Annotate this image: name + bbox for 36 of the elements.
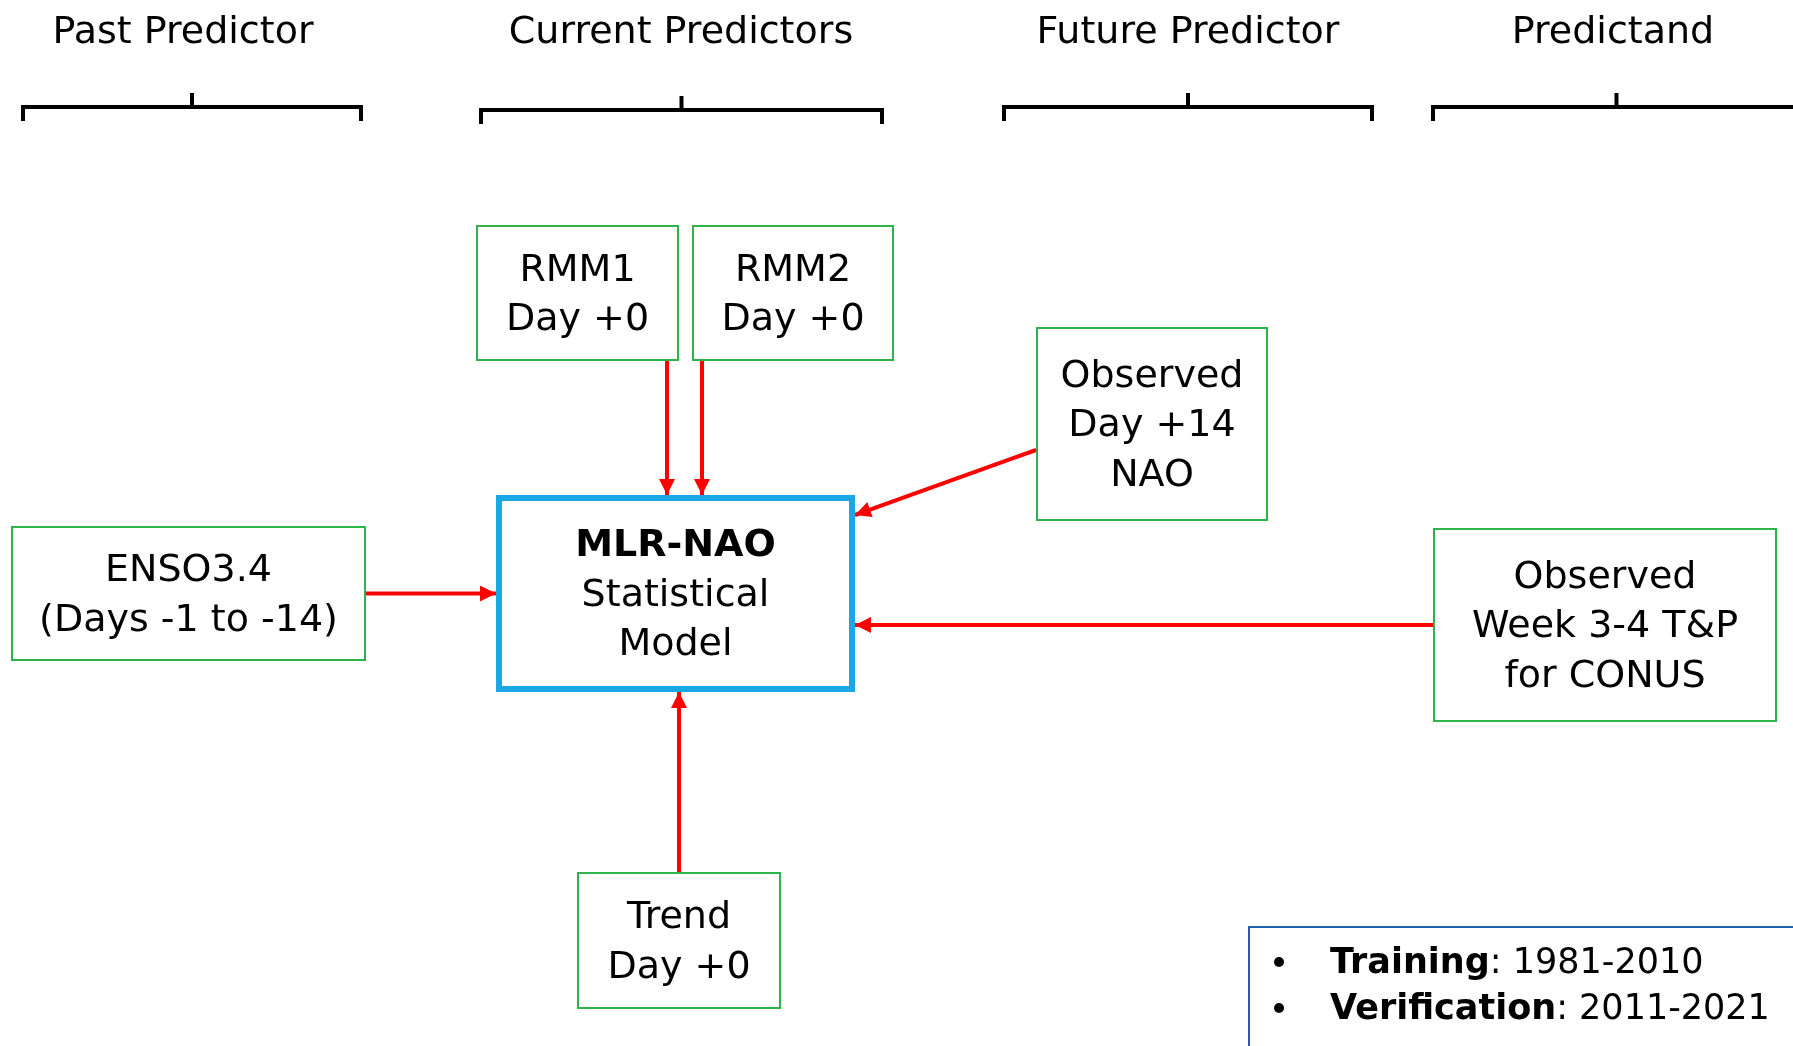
arrow xyxy=(694,361,710,495)
predictor-box xyxy=(11,526,366,661)
arrow xyxy=(366,585,496,602)
box-text: RMM2 xyxy=(734,244,852,292)
box-text: (Days -1 to -14) xyxy=(39,594,338,642)
predictor-box xyxy=(692,225,894,361)
model-box xyxy=(496,495,855,692)
predictor-box xyxy=(1433,528,1777,722)
predictor-box xyxy=(1036,327,1268,521)
arrow xyxy=(855,617,1433,633)
box-text: Day +0 xyxy=(505,294,650,341)
box-text: RMM1 xyxy=(519,244,636,292)
bullet-text: Training: 1981-2010 xyxy=(1330,940,1704,983)
box-text: NAO xyxy=(1110,449,1194,497)
box-text: Day +0 xyxy=(607,941,751,989)
arrow xyxy=(854,448,1037,518)
box-text: Trend xyxy=(627,892,731,940)
box-text: Day +14 xyxy=(1068,400,1236,448)
column-heading: Predictand xyxy=(1511,8,1715,52)
arrow xyxy=(659,361,675,495)
box-text: for CONUS xyxy=(1504,650,1706,698)
column-heading: Future Predictor xyxy=(1036,8,1340,52)
box-text: ENSO3.4 xyxy=(105,545,272,593)
box-text: Week 3-4 T&P xyxy=(1471,601,1739,649)
column-heading: Past Predictor xyxy=(52,8,314,52)
box-text: Day +0 xyxy=(721,294,865,341)
predictor-box xyxy=(476,225,679,361)
arrow xyxy=(671,692,687,872)
box-text: Observed xyxy=(1513,551,1697,599)
bullet-text: Verification: 2011-2021 xyxy=(1330,985,1770,1029)
box-text: Statistical xyxy=(581,569,770,617)
predictor-box xyxy=(577,872,781,1009)
column-heading: Current Predictors xyxy=(508,8,854,52)
box-text: Observed xyxy=(1060,350,1244,398)
box-text: Model xyxy=(618,619,733,667)
model-title: MLR-NAO xyxy=(575,520,776,568)
